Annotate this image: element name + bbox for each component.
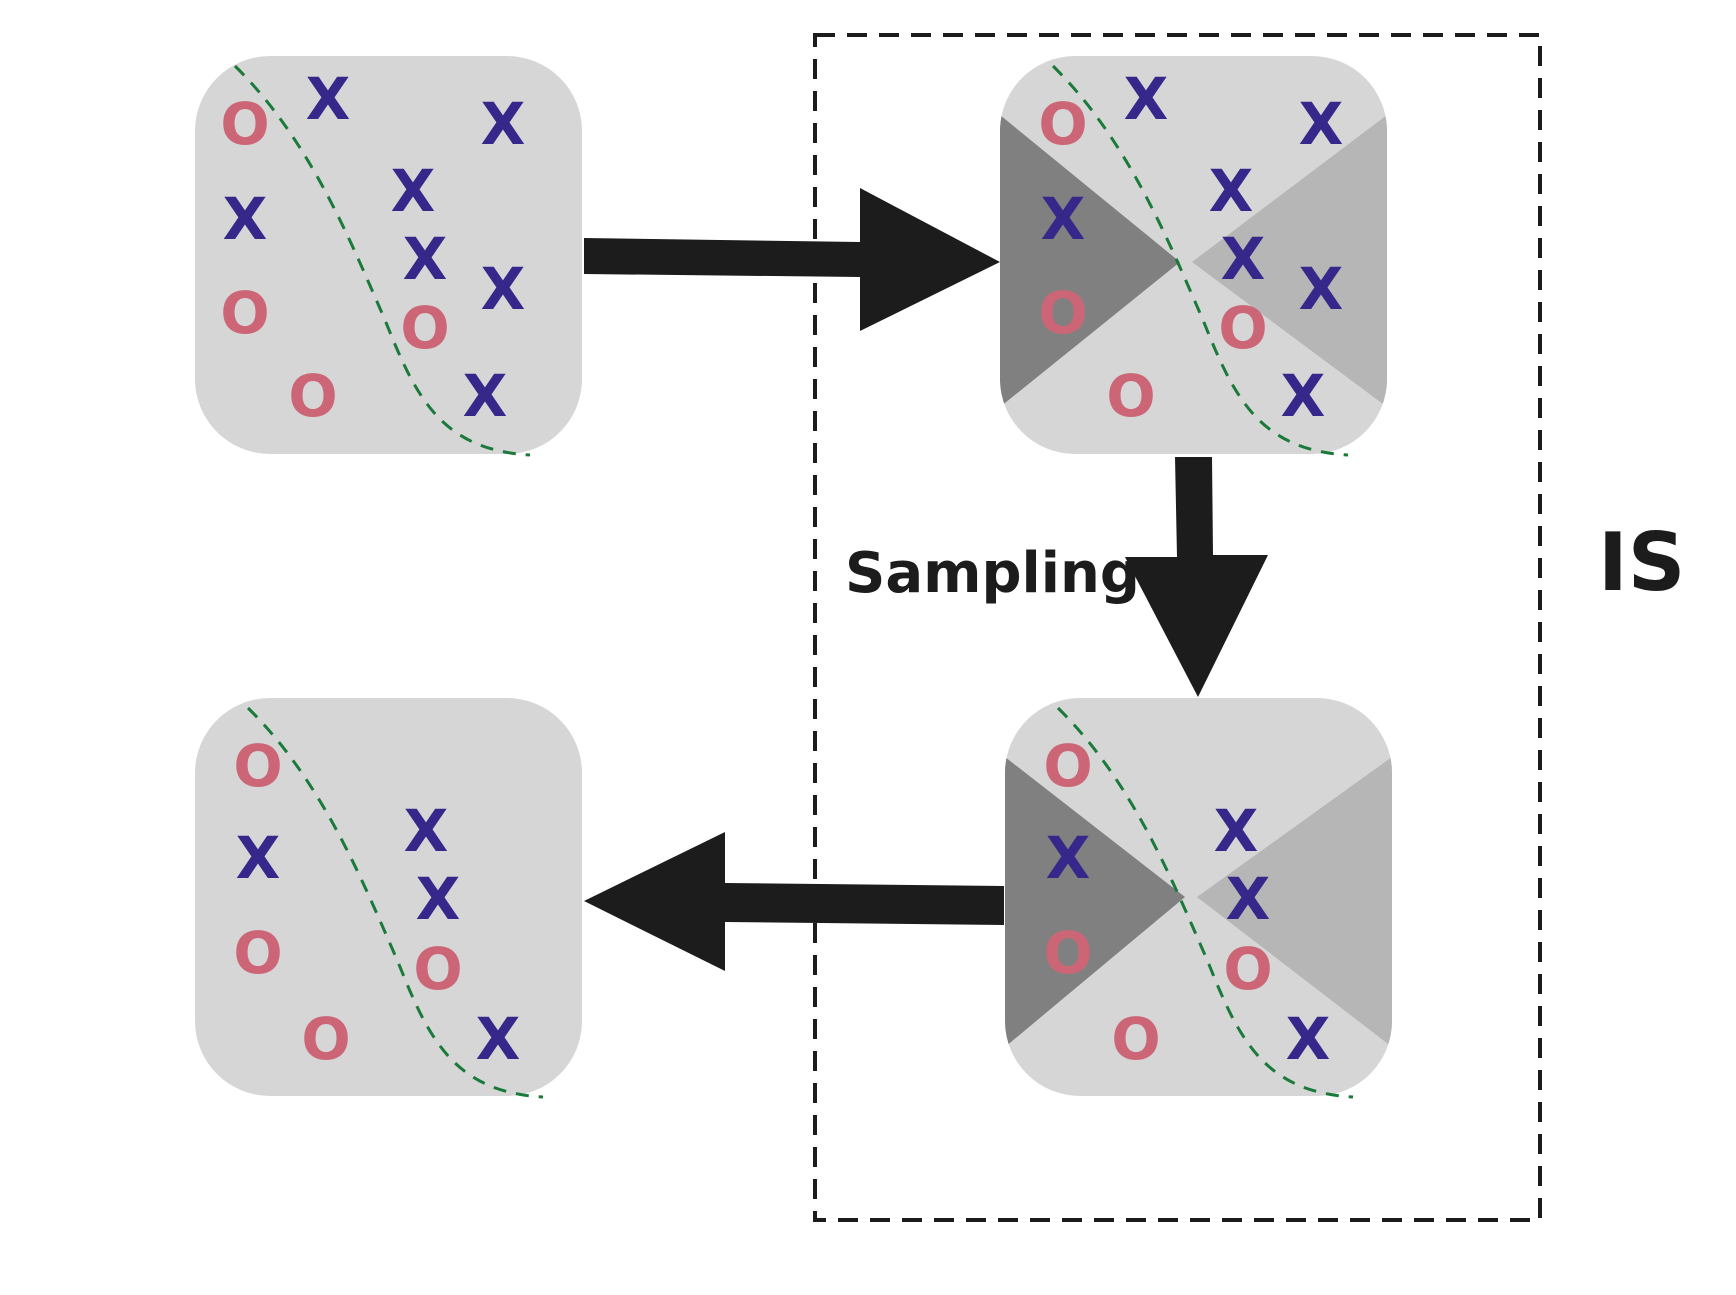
o-marker: O xyxy=(413,935,462,1003)
o-marker: O xyxy=(1038,279,1087,347)
o-marker: O xyxy=(1038,90,1087,158)
x-marker: X xyxy=(1214,797,1259,865)
o-marker: O xyxy=(301,1005,350,1073)
panel-top-left xyxy=(195,56,582,454)
panel-bottom-left xyxy=(195,698,582,1096)
o-marker: O xyxy=(220,90,269,158)
o-marker: O xyxy=(220,279,269,347)
x-marker: X xyxy=(463,362,508,430)
x-marker: X xyxy=(403,225,448,293)
right-wedge xyxy=(1192,115,1387,407)
panel-bottom-right xyxy=(1005,698,1392,1096)
decision-boundary-curve xyxy=(1051,64,1349,457)
x-marker: X xyxy=(476,1005,521,1073)
decision-boundary-curve xyxy=(233,64,531,457)
x-marker: X xyxy=(1299,255,1344,323)
decision-boundary-curve xyxy=(246,706,544,1099)
x-marker: X xyxy=(481,255,526,323)
x-marker: X xyxy=(404,797,449,865)
is-group-label: IS xyxy=(1598,516,1685,609)
arrow-down xyxy=(1125,457,1268,697)
o-marker: O xyxy=(233,919,282,987)
x-marker: X xyxy=(391,157,436,225)
x-marker: X xyxy=(236,824,281,892)
is-group-border xyxy=(813,33,1542,1222)
decision-boundary-curve xyxy=(1056,706,1354,1099)
x-marker: X xyxy=(306,65,351,133)
x-marker: X xyxy=(1046,824,1091,892)
o-marker: O xyxy=(288,362,337,430)
x-marker: X xyxy=(1209,157,1254,225)
sampling-label: Sampling xyxy=(845,541,1140,606)
o-marker: O xyxy=(1043,732,1092,800)
x-marker: X xyxy=(223,185,268,253)
o-marker: O xyxy=(400,294,449,362)
o-marker: O xyxy=(1043,919,1092,987)
panel-background xyxy=(1000,56,1387,454)
panel-top-right xyxy=(1000,56,1387,454)
panel-background xyxy=(195,698,582,1096)
arrow-right xyxy=(584,188,1000,331)
x-marker: X xyxy=(1286,1005,1331,1073)
x-marker: X xyxy=(1299,90,1344,158)
arrow-left xyxy=(584,832,1004,971)
right-wedge xyxy=(1197,757,1392,1047)
o-marker: O xyxy=(1223,935,1272,1003)
x-marker: X xyxy=(1041,185,1086,253)
left-wedge xyxy=(1005,757,1185,1047)
x-marker: X xyxy=(1281,362,1326,430)
panel-background xyxy=(195,56,582,454)
x-marker: X xyxy=(416,865,461,933)
x-marker: X xyxy=(1221,225,1266,293)
left-wedge xyxy=(1000,115,1180,407)
o-marker: O xyxy=(1106,362,1155,430)
x-marker: X xyxy=(1124,65,1169,133)
x-marker: X xyxy=(1226,865,1271,933)
o-marker: O xyxy=(1218,294,1267,362)
o-marker: O xyxy=(233,732,282,800)
o-marker: O xyxy=(1111,1005,1160,1073)
x-marker: X xyxy=(481,90,526,158)
